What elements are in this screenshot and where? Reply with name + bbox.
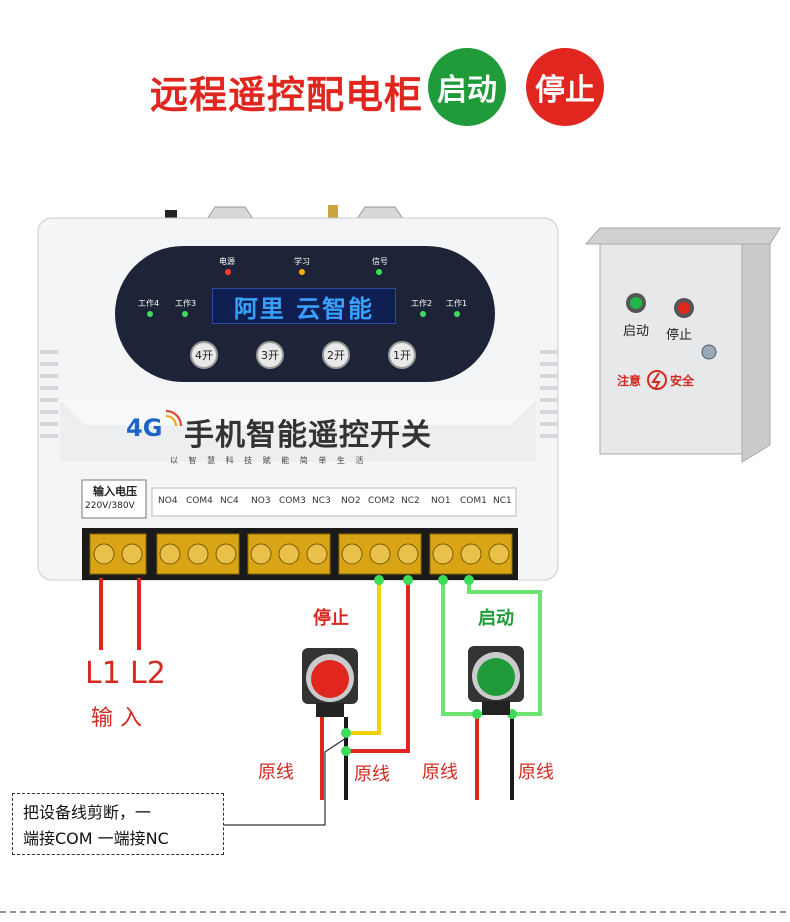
brand-slogan: 以 智 慧 科 技 赋 能 简 单 生 活 xyxy=(170,456,368,465)
l1-label: L1 xyxy=(85,656,121,691)
original-wire-label-1: 原线 xyxy=(258,762,294,783)
l2-label: L2 xyxy=(130,656,166,691)
indicator-signal-label: 信号 xyxy=(372,257,388,266)
input-wires xyxy=(99,578,141,650)
terminal-nc4: NC4 xyxy=(220,496,239,506)
cabinet-start-label: 启动 xyxy=(623,324,650,339)
terminal-nc2: NC2 xyxy=(401,496,420,506)
terminal-no4: NO4 xyxy=(158,496,178,506)
stop-push-button xyxy=(302,648,358,717)
terminal-nc1: NC1 xyxy=(493,496,512,506)
junction-dots xyxy=(341,575,517,756)
terminal-no3: NO3 xyxy=(251,496,271,506)
terminal-nc3: NC3 xyxy=(312,496,331,506)
terminal-no2: NO2 xyxy=(341,496,361,506)
device-display: 阿里 云智能 xyxy=(212,288,396,324)
page-title: 远程遥控配电柜 xyxy=(150,73,424,117)
indicator-power-label: 电源 xyxy=(219,257,235,266)
start-push-button xyxy=(468,646,524,715)
start-badge: 启动 xyxy=(428,48,506,126)
input-voltage-spec: 220V/380V xyxy=(85,501,135,511)
stop-badge: 停止 xyxy=(526,48,604,126)
key-4-button[interactable]: 4开 xyxy=(190,341,218,369)
terminal-com1: COM1 xyxy=(460,496,487,506)
indicator-work2-label: 工作2 xyxy=(411,299,433,308)
stop-label: 停止 xyxy=(313,608,349,629)
cabinet-stop-label: 停止 xyxy=(666,328,693,343)
terminal-com3: COM3 xyxy=(279,496,306,506)
input-voltage-label: 输入电压 xyxy=(93,485,137,498)
start-label: 启动 xyxy=(478,608,514,629)
instruction-note: 把设备线剪断，一 端接COM 一端接NC xyxy=(12,793,224,855)
indicator-learn-label: 学习 xyxy=(294,257,310,266)
indicator-work1-label: 工作1 xyxy=(446,299,468,308)
indicator-work4-label: 工作4 xyxy=(138,299,160,308)
original-wire-label-4: 原线 xyxy=(518,762,554,783)
original-wire-label-3: 原线 xyxy=(422,762,458,783)
key-3-button[interactable]: 3开 xyxy=(256,341,284,369)
indicator-work3-label: 工作3 xyxy=(175,299,197,308)
cabinet-warning-right: 安全 xyxy=(670,374,695,388)
input-label: 输 入 xyxy=(91,706,142,731)
original-wire-label-2: 原线 xyxy=(354,764,390,785)
cabinet xyxy=(584,227,781,463)
start-wires xyxy=(441,580,542,800)
terminal-no1: NO1 xyxy=(431,496,451,506)
terminal-com2: COM2 xyxy=(368,496,395,506)
instruction-line-1: 把设备线剪断，一 xyxy=(23,803,152,822)
cabinet-warning-left: 注意 xyxy=(617,374,642,388)
terminal-com4: COM4 xyxy=(186,496,213,506)
key-1-button[interactable]: 1开 xyxy=(388,341,416,369)
brand-name: 手机智能遥控开关 xyxy=(184,418,432,453)
stop-wires xyxy=(320,580,410,800)
key-2-button[interactable]: 2开 xyxy=(322,341,350,369)
instruction-line-2: 端接COM 一端接NC xyxy=(23,829,169,848)
brand-4g: 4G xyxy=(126,414,163,442)
callout-line xyxy=(224,737,347,826)
